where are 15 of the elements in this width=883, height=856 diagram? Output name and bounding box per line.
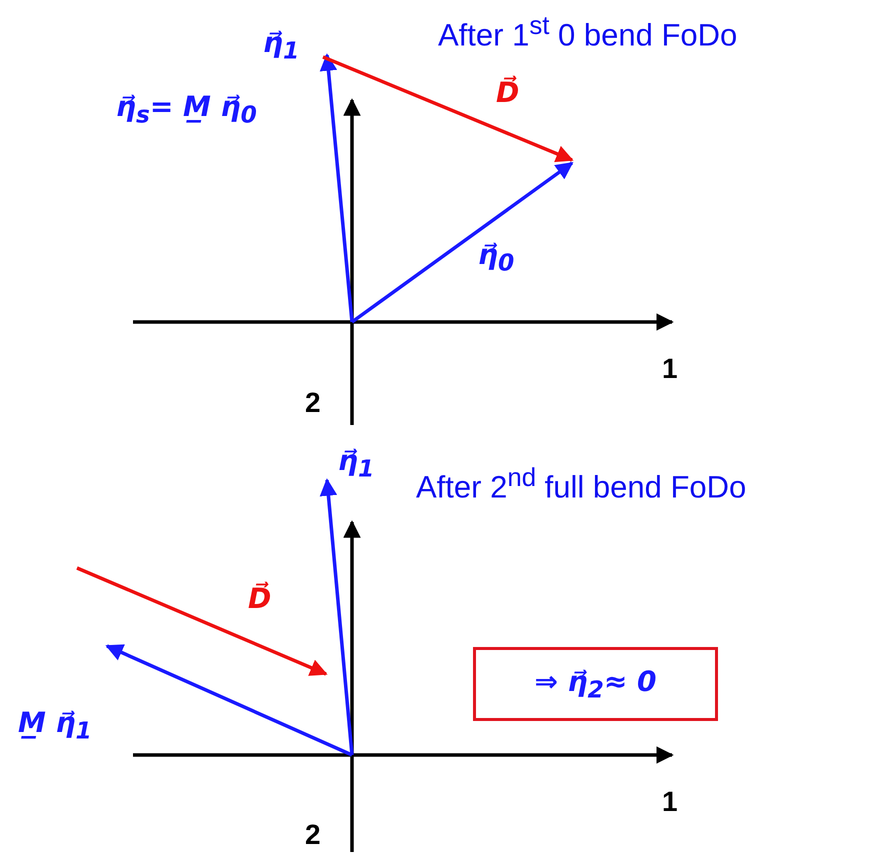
vector-label: D⃗ bbox=[496, 78, 520, 109]
result-text: ⇒ η⃗$_{2}$≈ 0 bbox=[534, 664, 657, 704]
axis-label: 2 bbox=[305, 820, 321, 851]
vector-label: η⃗$_{0}$ bbox=[478, 240, 514, 276]
panel-heading: After 1$^{st}$ 0 bend FoDo bbox=[438, 12, 738, 52]
panel-heading: After 2$^{nd}$ full bend FoDo bbox=[416, 464, 746, 504]
vector-label: D⃗ bbox=[248, 584, 272, 615]
equation-label: η⃗$_{s}$= M̲ η⃗$_{0}$ bbox=[116, 92, 257, 128]
result-box bbox=[473, 647, 718, 721]
axis-label: 1 bbox=[662, 787, 678, 818]
axis-label: 2 bbox=[305, 388, 321, 419]
vector-label: M̲ η⃗$_{1}$ bbox=[18, 708, 92, 744]
vector-label: η⃗$_{1}$ bbox=[263, 28, 300, 64]
axis-label: 1 bbox=[662, 354, 678, 385]
vector-label: η⃗$_{1}$ bbox=[338, 446, 374, 482]
